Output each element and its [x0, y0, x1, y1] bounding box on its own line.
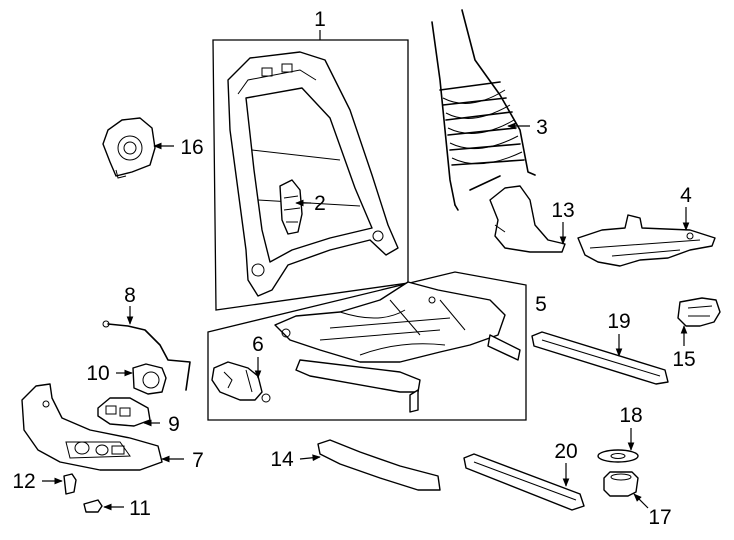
- part-5-seat-frame[interactable]: [274, 281, 521, 413]
- callout-15: 15: [672, 348, 695, 371]
- part-11-button[interactable]: [83, 499, 103, 513]
- callout-4: 4: [680, 184, 692, 207]
- part-16-lumbar-switch[interactable]: [102, 117, 156, 179]
- part-18-washer[interactable]: [597, 449, 639, 463]
- part-2-recliner-motor[interactable]: [279, 179, 303, 235]
- part-1-seatback-frame[interactable]: [227, 51, 399, 297]
- callout-20: 20: [554, 440, 577, 463]
- leader-17: [633, 493, 649, 509]
- part-3-back-suspension[interactable]: [431, 9, 536, 211]
- callout-8: 8: [124, 284, 136, 307]
- leader-14: [299, 454, 321, 462]
- callout-5: 5: [535, 293, 547, 316]
- part-6-adjuster-motor[interactable]: [211, 361, 271, 403]
- callout-19: 19: [607, 310, 630, 333]
- part-15-bracket[interactable]: [677, 297, 721, 327]
- callout-7: 7: [192, 449, 204, 472]
- callout-10: 10: [86, 362, 109, 385]
- part-8-cable[interactable]: [102, 320, 191, 391]
- callout-12: 12: [12, 470, 35, 493]
- part-14-trim-cover[interactable]: [317, 439, 441, 491]
- callout-9: 9: [168, 413, 180, 436]
- callout-6: 6: [252, 333, 264, 356]
- part-12-knob[interactable]: [63, 473, 77, 495]
- callout-13: 13: [551, 199, 574, 222]
- part-4-height-adjuster[interactable]: [577, 214, 716, 267]
- callout-3: 3: [536, 116, 548, 139]
- seat-frame-box: [207, 271, 527, 421]
- callout-16: 16: [180, 136, 203, 159]
- callout-2: 2: [314, 192, 326, 215]
- part-19-seat-rail[interactable]: [531, 331, 669, 385]
- part-9-switch-assembly[interactable]: [97, 397, 151, 427]
- callout-17: 17: [648, 506, 671, 529]
- part-10-lumbar-module[interactable]: [132, 363, 167, 395]
- callout-1: 1: [314, 8, 326, 31]
- callout-11: 11: [129, 497, 151, 520]
- part-17-bushing[interactable]: [603, 471, 639, 497]
- part-20-rail-cover[interactable]: [463, 453, 585, 511]
- callout-14: 14: [270, 448, 294, 471]
- part-7-side-trim[interactable]: [21, 383, 163, 471]
- callout-18: 18: [619, 404, 642, 427]
